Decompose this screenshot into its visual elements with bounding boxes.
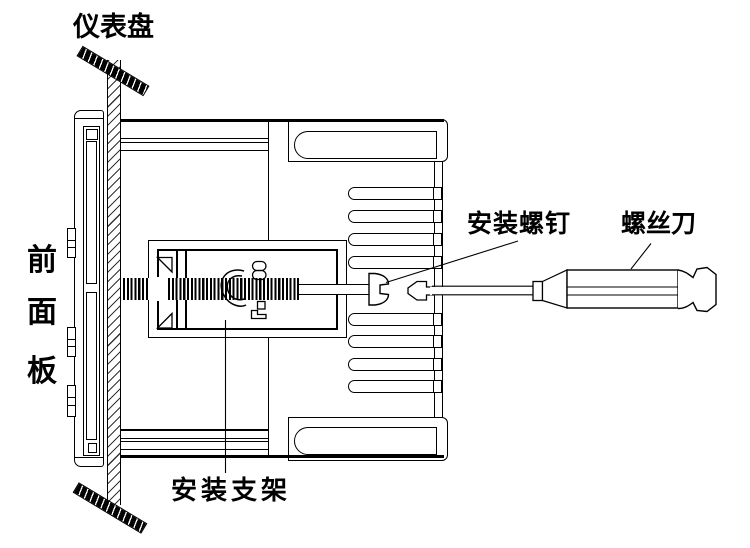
- bezel-tab-3: [66, 385, 76, 417]
- case-bottom-rail-line-3: [120, 441, 268, 443]
- label-mounting-screw: 安装螺钉: [467, 209, 572, 238]
- case-bottom-rail-line-4: [120, 449, 268, 451]
- case-bottom-rail-line-2: [120, 437, 268, 439]
- case-rear-wall-line-2: [441, 122, 443, 458]
- case-front-edge-upper: [267, 121, 269, 240]
- bezel-bottom-inner-line: [75, 457, 103, 459]
- threaded-rod-inner-segment: [168, 278, 299, 300]
- case-fin: [348, 210, 442, 223]
- screwdriver-cone: [541, 269, 568, 309]
- case-rear-wall-line-1: [433, 122, 435, 458]
- screwdriver-handle: [566, 269, 679, 309]
- case-fin: [348, 233, 442, 246]
- label-front-panel-char-3: 板: [27, 354, 57, 389]
- bezel-tab-2: [67, 327, 76, 357]
- case-top-arm-slot: [294, 131, 437, 159]
- case-fin: [348, 358, 442, 371]
- label-screwdriver: 螺丝刀: [621, 209, 697, 238]
- label-mounting-bracket: 安装支架: [171, 476, 292, 506]
- mounting-screw-head: [368, 272, 390, 306]
- label-front-panel-char-2: 面: [27, 295, 57, 330]
- instrument-panel-wall: [107, 60, 121, 505]
- leader-screwdriver: [630, 243, 652, 270]
- bezel-top-inner-line: [75, 117, 103, 119]
- bracket-rod-gap: [153, 277, 169, 301]
- screwdriver-tip: [407, 280, 435, 301]
- screwdriver-knob: [677, 266, 717, 313]
- case-fin: [348, 335, 442, 348]
- screw-shank: [299, 283, 369, 295]
- bezel-slot-lower-insert: [86, 292, 97, 440]
- bezel-tab-1: [67, 228, 76, 258]
- case-bottom-rail-line-1: [120, 429, 268, 432]
- case-top-rail-line-1: [120, 138, 268, 140]
- case-fin: [348, 313, 442, 326]
- case-top-rail-line-2: [120, 141, 268, 143]
- case-front-edge-lower: [267, 338, 269, 455]
- threaded-rod-outer-segment: [123, 278, 149, 300]
- label-instrument-panel: 仪表盘: [73, 12, 154, 43]
- case-fin: [348, 380, 442, 393]
- case-top-edge: [120, 119, 444, 122]
- case-bottom-arm-slot: [294, 427, 437, 455]
- bezel-slot-upper-insert: [86, 141, 97, 284]
- label-front-panel-char-1: 前: [27, 243, 57, 278]
- screwdriver-ferrule: [532, 280, 544, 302]
- case-fin: [348, 256, 442, 269]
- case-fin: [348, 187, 442, 200]
- screwdriver-shaft-fill: [430, 286, 535, 296]
- bezel-slot-top-notch: [85, 129, 98, 140]
- case-bottom-edge: [120, 455, 444, 458]
- bezel-slot-bottom-cap: [87, 443, 97, 453]
- case-top-rail-line-3: [120, 150, 268, 152]
